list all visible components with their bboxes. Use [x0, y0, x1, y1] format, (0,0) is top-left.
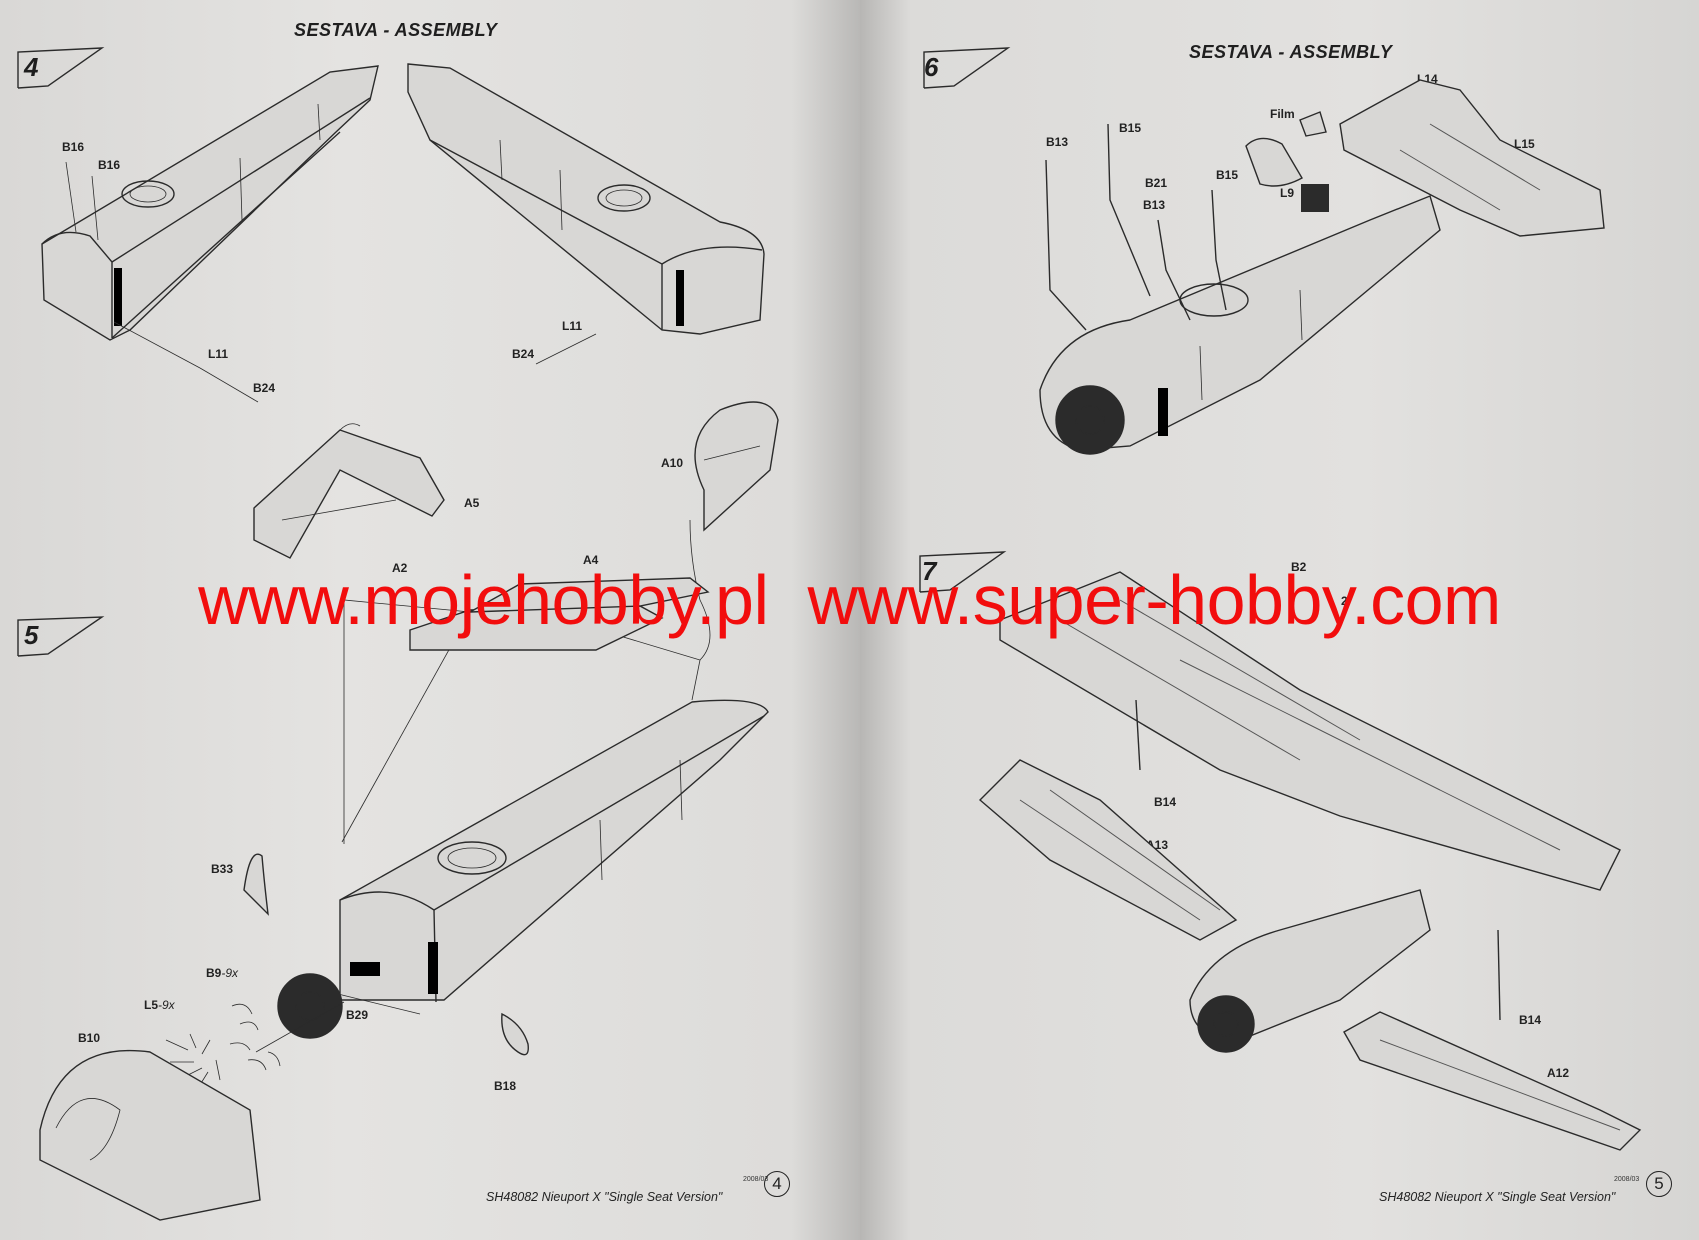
part-label-l5: L5-9x — [144, 998, 175, 1012]
step-4-number: 4 — [24, 52, 39, 82]
print-date: 2008/03 — [1614, 1176, 1640, 1183]
tail-plane-step6 — [1339, 79, 1605, 237]
part-label-b9: B9-9x — [206, 966, 239, 980]
part-label-b13: B13 — [1143, 198, 1166, 212]
elevator — [409, 577, 710, 651]
watermark-right-url: www.super-hobby.com — [807, 561, 1502, 639]
part-label-b16: B16 — [62, 140, 85, 154]
lower-wing-a12 — [1343, 1011, 1642, 1151]
part-label-b18: B18 — [494, 1079, 517, 1093]
part-label-l9: L9 — [1280, 186, 1295, 200]
part-label-b29: B29 — [346, 1008, 369, 1022]
windscreen-film — [1245, 111, 1327, 187]
part-label-b2: 2 — [1341, 594, 1348, 608]
step-7-number: 7 — [922, 556, 937, 586]
part-label-l11: L11 — [208, 347, 229, 361]
part-b33 — [243, 853, 269, 916]
fuselage-left-half — [41, 65, 379, 403]
engine — [255, 973, 421, 1053]
print-date: 2008/03 — [743, 1176, 769, 1183]
step-6-number: 6 — [924, 52, 939, 82]
part-b18 — [501, 1012, 529, 1056]
fuselage-right-half — [407, 63, 765, 365]
part-label-b24: B24 — [512, 347, 535, 361]
page-heading: SESTAVA - ASSEMBLY — [294, 20, 498, 40]
part-label-b10: B10 — [78, 1031, 101, 1045]
part-label-b2: B2 — [1291, 560, 1307, 574]
step-7-box — [919, 551, 1007, 593]
fuselage-assembled — [339, 519, 769, 1003]
upper-wing-a3 — [999, 571, 1621, 891]
page-number: 5 — [1646, 1171, 1672, 1197]
interplane-struts — [1135, 699, 1501, 1021]
aircraft-fuselage-step6 — [1039, 195, 1441, 455]
exhaust-pipes — [229, 1003, 281, 1071]
part-label-b14: B14 — [1154, 795, 1177, 809]
part-label-b16: B16 — [98, 158, 121, 172]
part-label-a12: A12 — [1547, 1066, 1570, 1080]
lower-wing-a13 — [978, 759, 1238, 941]
part-label-b15: B15 — [1119, 121, 1142, 135]
watermark-left-url: www.mojehobby.pl — [198, 561, 769, 639]
part-label-b33: B33 — [211, 862, 234, 876]
part-label-b24: B24 — [253, 381, 276, 395]
part-label-b15: B15 — [1216, 168, 1239, 182]
photo-etch-icon — [1301, 184, 1329, 212]
footer-title: SH48082 Nieuport X "Single Seat Version" — [1379, 1190, 1616, 1204]
step-4-box — [17, 47, 105, 89]
step-5-number: 5 — [24, 620, 39, 650]
step-5-box — [17, 616, 105, 657]
horizontal-tail — [253, 423, 445, 559]
step-6-box — [923, 47, 1011, 89]
part-label-a4: A4 — [583, 553, 599, 567]
cowling-b10 — [39, 1050, 261, 1221]
part-label-b21: B21 — [1145, 176, 1168, 190]
part-label-a5: A5 — [464, 496, 480, 510]
page-number: 4 — [764, 1171, 790, 1197]
part-label-a10: A10 — [661, 456, 684, 470]
part-label-film: Film — [1270, 107, 1295, 121]
part-label-a2: A2 — [392, 561, 408, 575]
part-label-l15: L15 — [1514, 137, 1535, 151]
part-label-l11: L11 — [562, 319, 583, 333]
cabane-struts — [1045, 123, 1227, 331]
part-label-b14: B14 — [1519, 1013, 1542, 1027]
watermark: www.mojehobby.pl www.super-hobby.com — [0, 560, 1699, 640]
part-label-b13: B13 — [1046, 135, 1069, 149]
aircraft-fuselage-step7 — [1189, 889, 1431, 1053]
ignition-wires — [165, 1033, 221, 1089]
rudder — [694, 401, 779, 532]
footer-title: SH48082 Nieuport X "Single Seat Version" — [486, 1190, 723, 1204]
page-heading: SESTAVA - ASSEMBLY — [1189, 42, 1393, 62]
